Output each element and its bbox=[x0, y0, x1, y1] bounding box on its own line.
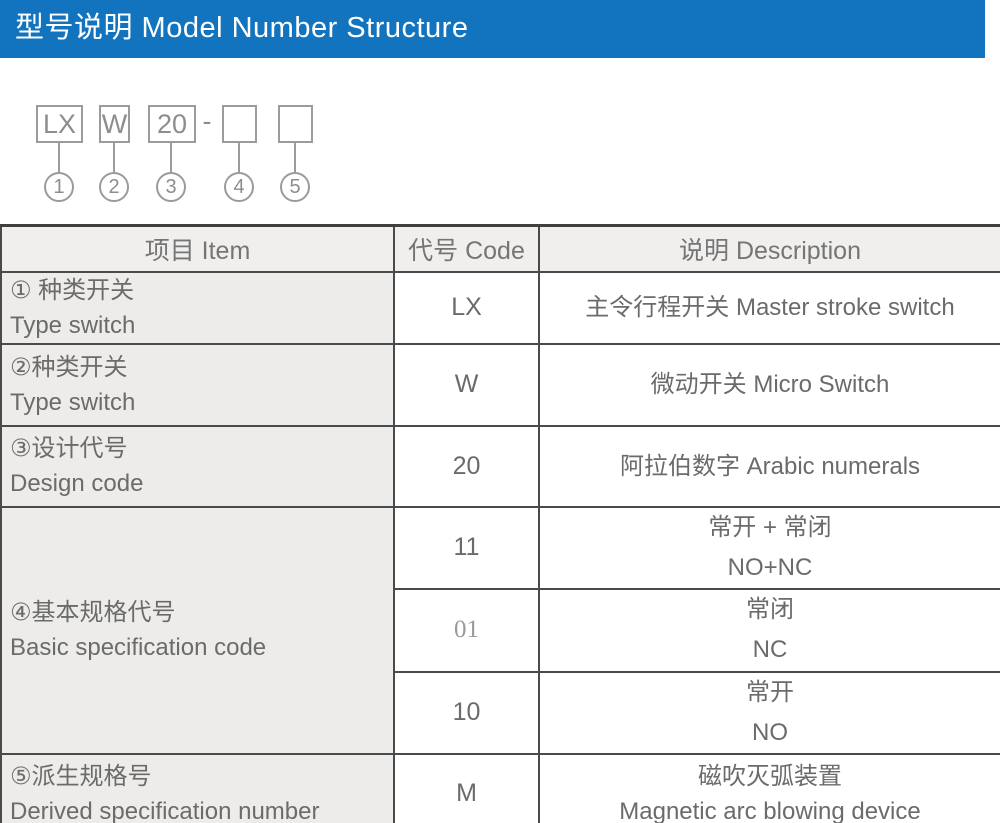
item-zh: ④基本规格代号 bbox=[10, 599, 176, 626]
item-en: Design code bbox=[10, 470, 144, 497]
circle-marker-3: 3 bbox=[156, 172, 186, 202]
description-line: NC bbox=[752, 636, 788, 663]
item-zh: ③设计代号 bbox=[10, 435, 128, 462]
table-row: ②种类开关 Type switch W 微动开关 Micro Switch bbox=[0, 342, 1000, 427]
model-number-diagram: LX W 20 - 1 2 3 4 5 bbox=[0, 0, 1000, 226]
code-cell: M bbox=[393, 752, 540, 823]
model-box-lx: LX bbox=[36, 105, 83, 143]
header-item: 项目 Item bbox=[0, 224, 395, 273]
description-line: 磁吹灭弧装置 bbox=[698, 762, 842, 790]
description-cell: 常开 + 常闭 NO+NC bbox=[538, 505, 1000, 590]
description-line: 常开 + 常闭 bbox=[708, 513, 832, 541]
page-title: 型号说明 Model Number Structure bbox=[15, 12, 469, 44]
description-line: 主令行程开关 Master stroke switch bbox=[585, 294, 955, 321]
item-cell: ⑤派生规格号 Derived specification number bbox=[0, 752, 395, 823]
item-zh: ⑤派生规格号 bbox=[10, 762, 152, 790]
table-row: 01 常闭 NC bbox=[1, 587, 1000, 673]
header-code: 代号 Code bbox=[393, 224, 540, 273]
connector-line-2 bbox=[113, 143, 115, 172]
model-box-blank-4 bbox=[222, 105, 257, 143]
code-cell: 01 bbox=[393, 587, 540, 673]
table-row: ⑤派生规格号 Derived specification number M 磁吹… bbox=[0, 752, 1000, 823]
description-cell: 微动开关 Micro Switch bbox=[538, 342, 1000, 427]
circle-marker-2: 2 bbox=[99, 172, 129, 202]
table-header-row: 项目 Item 代号 Code 说明 Description bbox=[0, 224, 1000, 273]
circle-marker-4: 4 bbox=[224, 172, 254, 202]
description-cell: 主令行程开关 Master stroke switch bbox=[538, 270, 1000, 345]
circle-marker-5: 5 bbox=[280, 172, 310, 202]
connector-line-1 bbox=[58, 143, 60, 172]
item-cell: ① 种类开关 Type switch bbox=[0, 270, 395, 345]
description-cell: 磁吹灭弧装置 Magnetic arc blowing device bbox=[538, 752, 1000, 823]
description-line: Magnetic arc blowing device bbox=[619, 797, 921, 823]
description-line: 微动开关 Micro Switch bbox=[650, 371, 890, 398]
table-row: ③设计代号 Design code 20 阿拉伯数字 Arabic numera… bbox=[0, 424, 1000, 508]
page-title-bar: 型号说明 Model Number Structure bbox=[0, 0, 985, 58]
description-line: NO+NC bbox=[727, 553, 813, 581]
item-cell-basic-spec: ④基本规格代号 Basic specification code bbox=[0, 505, 395, 755]
model-dash: - bbox=[202, 106, 212, 136]
item-en: Basic specification code bbox=[10, 634, 267, 661]
code-cell: 10 bbox=[393, 670, 540, 755]
item-en: Derived specification number bbox=[10, 797, 320, 823]
connector-line-5 bbox=[294, 143, 296, 172]
table-row: 10 常开 NO bbox=[1, 670, 1000, 755]
model-box-blank-5 bbox=[278, 105, 313, 143]
item-en: Type switch bbox=[10, 311, 136, 339]
description-line: NO bbox=[752, 718, 788, 746]
description-line: 常开 bbox=[746, 678, 794, 706]
model-box-20: 20 bbox=[148, 105, 196, 143]
table-row: ④基本规格代号 Basic specification code 11 常开 +… bbox=[0, 505, 1000, 755]
item-zh: ②种类开关 bbox=[10, 353, 128, 381]
item-zh: ① 种类开关 bbox=[10, 276, 135, 304]
table-row: ① 种类开关 Type switch LX 主令行程开关 Master stro… bbox=[0, 270, 1000, 345]
item-en: Type switch bbox=[10, 388, 136, 416]
model-box-w: W bbox=[99, 105, 130, 143]
header-description: 说明 Description bbox=[538, 224, 1000, 273]
description-cell: 阿拉伯数字 Arabic numerals bbox=[538, 424, 1000, 508]
description-line: 阿拉伯数字 Arabic numerals bbox=[619, 452, 921, 480]
code-cell: W bbox=[393, 342, 540, 427]
connector-line-4 bbox=[238, 143, 240, 172]
spec-table: 项目 Item 代号 Code 说明 Description ① 种类开关 Ty… bbox=[0, 224, 1000, 823]
circle-marker-1: 1 bbox=[44, 172, 74, 202]
description-cell: 常开 NO bbox=[538, 670, 1000, 755]
code-cell: 11 bbox=[393, 505, 540, 590]
description-cell: 常闭 NC bbox=[538, 587, 1000, 673]
description-line: 常闭 bbox=[746, 596, 794, 623]
item-cell: ②种类开关 Type switch bbox=[0, 342, 395, 427]
code-cell: 20 bbox=[393, 424, 540, 508]
code-cell: LX bbox=[393, 270, 540, 345]
connector-line-3 bbox=[170, 143, 172, 172]
item-cell: ③设计代号 Design code bbox=[0, 424, 395, 508]
